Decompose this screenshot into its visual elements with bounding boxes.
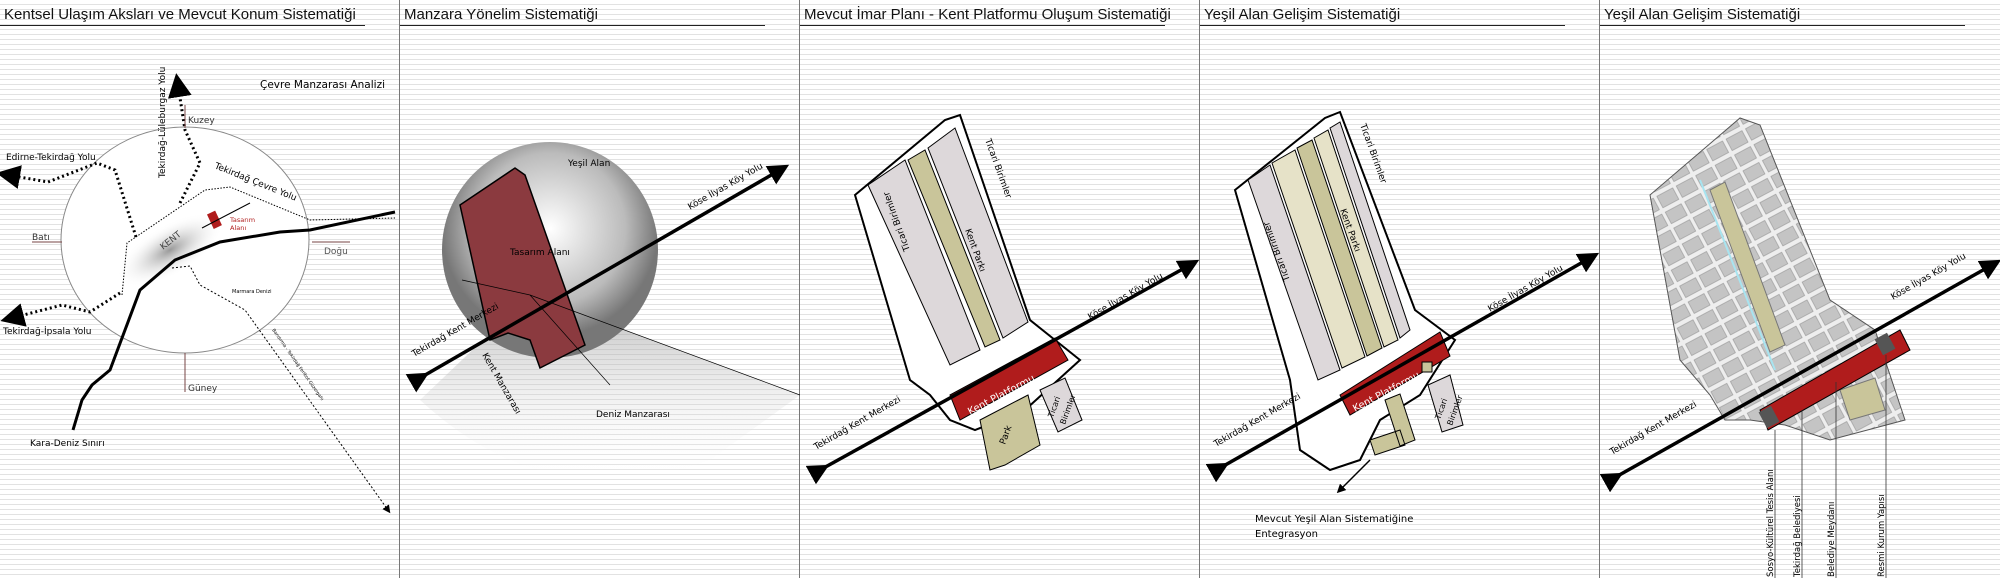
- green-development-diagram: Ticari Birimler Ticari Birimler Kent Par…: [1205, 110, 1600, 540]
- panel-title: Manzara Yönelim Sistematiği: [404, 6, 598, 23]
- panel-green-development: Yeşil Alan Gelişim Sistematiği Ticari Bi…: [1200, 0, 1600, 578]
- road-kose-label: Köse İlyas Köy Yolu: [1486, 263, 1565, 315]
- panel-title: Yeşil Alan Gelişim Sistematiği: [1604, 6, 1801, 23]
- platform-park-square: [1421, 361, 1433, 373]
- ring-road: [121, 186, 396, 296]
- road-ipsala-label: Tekirdağ-İpsala Yolu: [2, 326, 91, 337]
- main-road-axis: [405, 164, 790, 393]
- ferry-label: Bandırma - Tekirdağ Feribot Güzergahı: [270, 327, 325, 402]
- road-kose-label: Köse İlyas Köy Yolu: [1086, 271, 1165, 323]
- title-underline: [0, 25, 365, 26]
- site-label-1: Tasarım: [229, 216, 255, 224]
- municipality-label: Tekirdağ Belediyesi: [1793, 495, 1803, 578]
- panel-masterplan: Yeşil Alan Gelişim Sistematiği Köse İlya…: [1600, 0, 2000, 578]
- design-site-marker: [206, 210, 222, 229]
- city-shade: [116, 213, 224, 287]
- panel-transport-axes: Kentsel Ulaşım Aksları ve Mevcut Konum S…: [0, 0, 400, 578]
- panel-zoning-platform: Mevcut İmar Planı - Kent Platformu Oluşu…: [800, 0, 1200, 578]
- panel-title: Yeşil Alan Gelişim Sistematiği: [1204, 6, 1401, 23]
- title-underline: [1200, 25, 1565, 26]
- road-kose-label: Köse İlyas Köy Yolu: [1889, 251, 1968, 303]
- road-center-label: Tekirdağ Kent Merkezi: [812, 395, 903, 453]
- official-label: Resmi Kurum Yapısı: [1877, 494, 1887, 577]
- west-label: Batı: [32, 233, 50, 243]
- panel-view-orientation: Manzara Yönelim Sistematiği Yeşil Alan T…: [400, 0, 800, 578]
- title-underline: [800, 25, 1165, 26]
- road-center-label: Tekirdağ Kent Merkezi: [1608, 400, 1699, 458]
- analysis-label: Çevre Manzarası Analizi: [260, 79, 385, 91]
- main-road-axis: [805, 259, 1200, 485]
- socio-cultural-label: Sosyo-Kültürel Tesis Alanı: [1766, 469, 1776, 577]
- green-label: Yeşil Alan: [567, 159, 610, 169]
- main-road-axis: [1600, 259, 2000, 493]
- compass-lines: [32, 105, 350, 392]
- east-label: Doğu: [324, 247, 348, 257]
- sea-label: Marmara Denizi: [232, 289, 272, 295]
- title-underline: [400, 25, 765, 26]
- callout-lines: [1774, 355, 1887, 578]
- site-label: Tasarım Alanı: [509, 248, 570, 258]
- site-axis: [201, 202, 251, 229]
- view-diagram: Yeşil Alan Tasarım Alanı Köse İlyas Köy …: [405, 142, 800, 480]
- title-underline: [1600, 25, 1965, 26]
- road-center-label: Tekirdağ Kent Merkezi: [1212, 392, 1303, 450]
- south-label: Güney: [188, 384, 218, 394]
- main-road-axis: [1205, 252, 1600, 483]
- panel-title: Kentsel Ulaşım Aksları ve Mevcut Konum S…: [4, 6, 356, 23]
- panel-title: Mevcut İmar Planı - Kent Platformu Oluşu…: [804, 6, 1171, 23]
- masterplan-diagram: Köse İlyas Köy Yolu Tekirdağ Kent Merkez…: [1600, 117, 2000, 578]
- north-label: Kuzey: [188, 116, 215, 126]
- coast-label: Kara-Deniz Sınırı: [30, 439, 105, 449]
- sea-view-label: Deniz Manzarası: [596, 410, 670, 420]
- road-edirne-label: Edirne-Tekirdağ Yolu: [6, 153, 96, 163]
- ferry-route: [171, 265, 391, 514]
- road-ipsala: [0, 291, 121, 327]
- coastline: [71, 210, 396, 431]
- integration-label-2: Entegrasyon: [1255, 529, 1318, 540]
- integration-label-1: Mevcut Yeşil Alan Sistematiğine: [1255, 513, 1413, 525]
- transport-diagram: Çevre Manzarası Analizi Kuzey Güney Batı…: [0, 67, 396, 514]
- road-luleburgaz-label: Tekirdağ-Lüleburgaz Yolu: [158, 67, 168, 179]
- square-label: Belediye Meydanı: [1827, 502, 1837, 577]
- site-label-2: Alanı: [230, 224, 246, 232]
- zoning-diagram: Ticari Birimler Ticari Birimler Kent Par…: [805, 113, 1200, 485]
- road-edirne: [0, 161, 138, 238]
